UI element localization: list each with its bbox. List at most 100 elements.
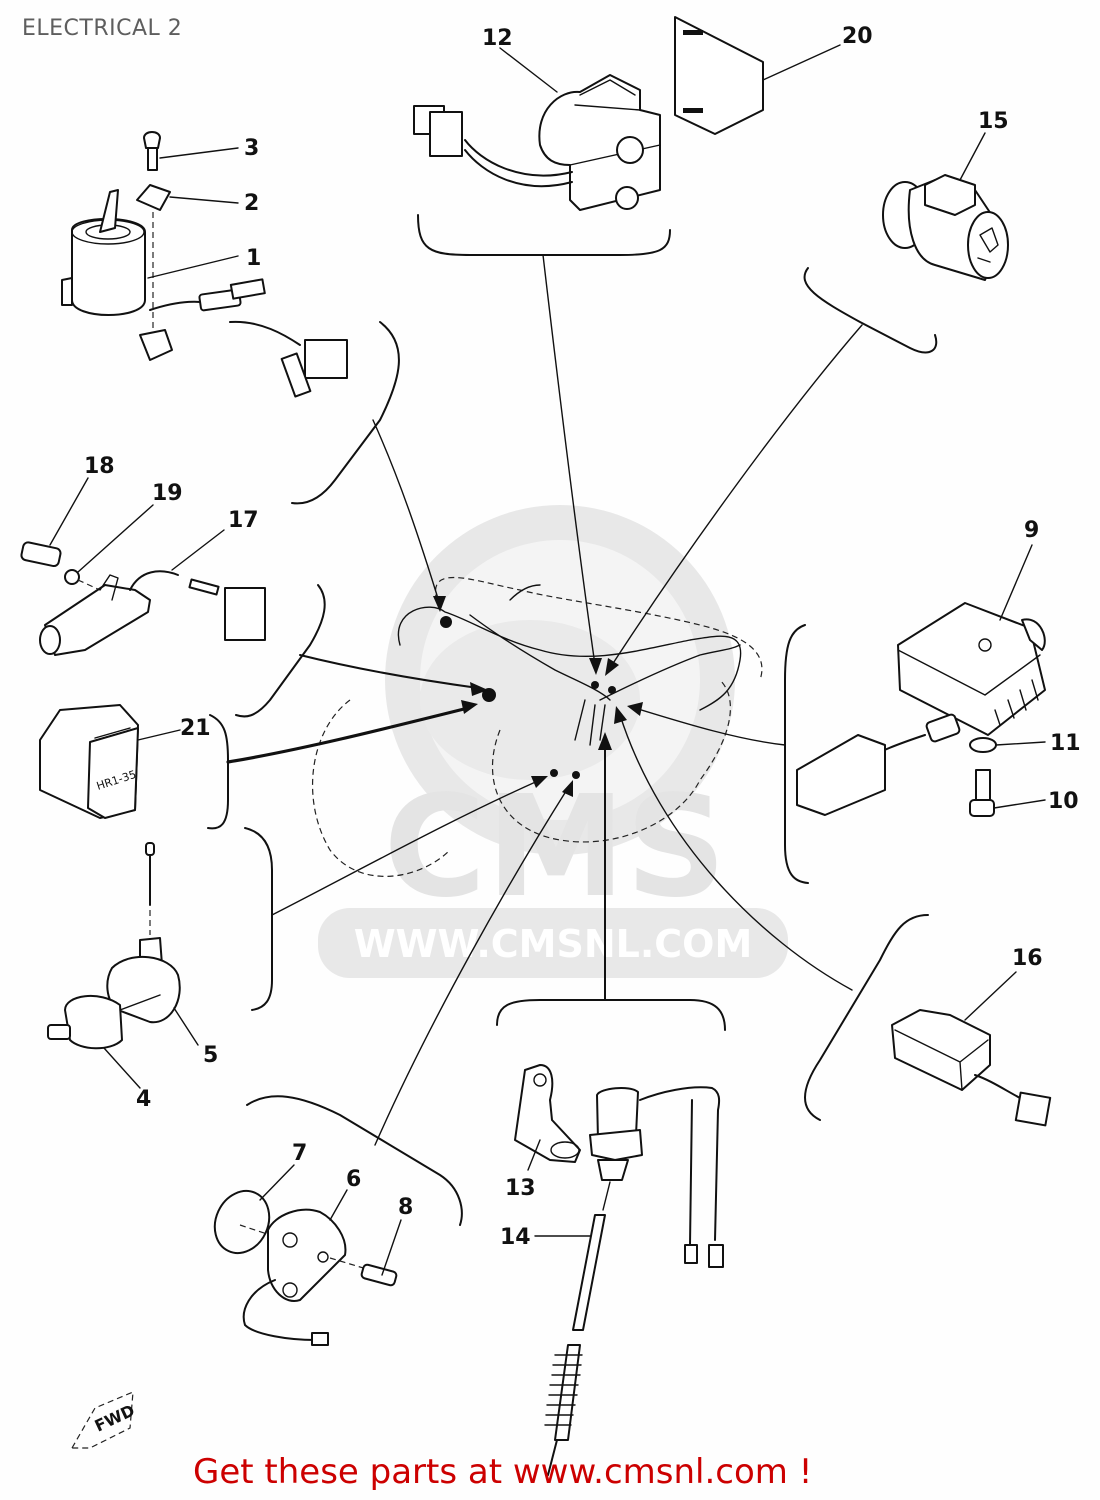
- frame-location-sketch: [312, 577, 763, 877]
- relay-coupler: [1014, 1091, 1052, 1127]
- bracket-rectifier: [784, 624, 809, 884]
- callout-leader-9: [999, 544, 1033, 621]
- spring: [554, 1344, 581, 1441]
- callout-leader-7: [259, 1164, 295, 1201]
- rectifier-wire-sleeve: [925, 713, 961, 743]
- part-label-plate[interactable]: [674, 16, 764, 135]
- callout-leader-16: [964, 971, 1017, 1021]
- leader-line-relay-assembly: [619, 714, 853, 991]
- bracket-clutch-switch: [235, 584, 326, 718]
- label-plate: [674, 16, 764, 135]
- callout-leader-6: [329, 1189, 348, 1221]
- washer-plate: [136, 184, 171, 211]
- callout-1[interactable]: 1: [246, 246, 261, 271]
- callout-leader-8: [381, 1219, 402, 1276]
- arrowhead: [598, 732, 612, 750]
- relay-connector-flange: [429, 111, 463, 157]
- watermark-mascot: [420, 620, 640, 780]
- connection-point: [482, 688, 496, 702]
- callout-11[interactable]: 11: [1050, 731, 1081, 756]
- switch-cap: [596, 1087, 639, 1141]
- watermark: CMS WWW.CMSNL.COM: [318, 505, 788, 978]
- leader-line-clutch-switch: [299, 654, 479, 689]
- callout-19[interactable]: 19: [152, 481, 183, 506]
- callout-16[interactable]: 16: [1012, 946, 1043, 971]
- promo-link[interactable]: Get these parts at www.cmsnl.com !: [193, 1452, 813, 1492]
- bracket-sender: [244, 827, 273, 1011]
- relay-front-face: [87, 727, 139, 819]
- callout-10[interactable]: 10: [1048, 789, 1079, 814]
- leader-line-main-switch: [372, 419, 441, 606]
- connection-point: [572, 771, 580, 779]
- arrowhead: [589, 658, 602, 675]
- leader-line-starter-relay: [542, 254, 596, 666]
- switch-mount-tab: [139, 329, 173, 361]
- spring-hook: [547, 1439, 558, 1476]
- arrowhead: [605, 658, 619, 676]
- watermark-logo-text: CMS: [384, 766, 727, 929]
- frame-outline-top: [434, 577, 763, 681]
- part-sender-unit[interactable]: [47, 842, 181, 1050]
- part-clutch-switch[interactable]: [20, 541, 266, 656]
- page-title: ELECTRICAL 2: [22, 16, 183, 41]
- bracket-13: [514, 1064, 581, 1163]
- callout-12[interactable]: 12: [482, 26, 513, 51]
- relay-box-edges: [894, 1029, 989, 1091]
- neutral-switch-wire: [242, 1279, 316, 1341]
- mount-hole: [282, 1232, 298, 1248]
- callout-18[interactable]: 18: [84, 454, 115, 479]
- bracket-brake-switch: [496, 999, 726, 1031]
- bracket-neutral-switch: [246, 1095, 463, 1226]
- callout-9[interactable]: 9: [1024, 518, 1039, 543]
- callout-15[interactable]: 15: [978, 109, 1009, 134]
- callout-4[interactable]: 4: [136, 1087, 151, 1112]
- part-starter-relay[interactable]: [413, 74, 661, 211]
- bullet-connector: [229, 278, 266, 300]
- clutch-switch-wire: [129, 570, 179, 591]
- flasher-top-tab: [924, 174, 976, 216]
- callout-14[interactable]: 14: [500, 1225, 531, 1250]
- callout-21[interactable]: 21: [180, 716, 211, 741]
- callout-5[interactable]: 5: [203, 1043, 218, 1068]
- callout-20[interactable]: 20: [842, 24, 873, 49]
- connection-point: [440, 616, 452, 628]
- relay-edges: [569, 79, 661, 166]
- callout-2[interactable]: 2: [244, 191, 259, 216]
- frame-outline: [397, 606, 742, 711]
- connection-point: [591, 681, 599, 689]
- part-relay-assembly[interactable]: [891, 1009, 1052, 1127]
- flasher-pins: [977, 227, 999, 263]
- callout-leaders: [49, 44, 1046, 1276]
- callout-17[interactable]: 17: [228, 508, 259, 533]
- callout-3[interactable]: 3: [244, 136, 259, 161]
- part-rear-brake-switch[interactable]: [514, 1064, 724, 1476]
- callout-leader-18: [49, 477, 89, 546]
- part-horn-relay[interactable]: HR1-35: [39, 704, 139, 819]
- part-rectifier-regulator[interactable]: [796, 602, 1046, 817]
- callout-leader-11: [995, 741, 1046, 746]
- part-flasher-relay[interactable]: [882, 174, 1009, 281]
- screw-shank: [147, 147, 158, 171]
- callout-6[interactable]: 6: [346, 1167, 361, 1192]
- callout-13[interactable]: 13: [505, 1176, 536, 1201]
- rectifier-top-edge: [897, 649, 1041, 696]
- arrowhead: [614, 706, 627, 724]
- sender-cover: [106, 955, 181, 1024]
- relay-lead-wire: [464, 139, 573, 177]
- spring-coils: [544, 1354, 583, 1426]
- part-main-switch[interactable]: [61, 131, 348, 398]
- sender-hex-body: [64, 994, 123, 1050]
- connection-point: [550, 769, 558, 777]
- callout-8[interactable]: 8: [398, 1195, 413, 1220]
- callout-leader-17: [171, 529, 225, 571]
- rectifier-wires: [879, 734, 926, 753]
- sender-terminal: [119, 994, 161, 1011]
- callout-leader-21: [137, 729, 181, 741]
- washer-11: [969, 737, 997, 753]
- relay-housing: [538, 74, 661, 211]
- part-neutral-switch[interactable]: [205, 1182, 398, 1346]
- flasher-face: [967, 211, 1009, 279]
- callout-7[interactable]: 7: [292, 1141, 307, 1166]
- relay-terminal: [616, 136, 644, 164]
- terminal: [317, 1251, 329, 1263]
